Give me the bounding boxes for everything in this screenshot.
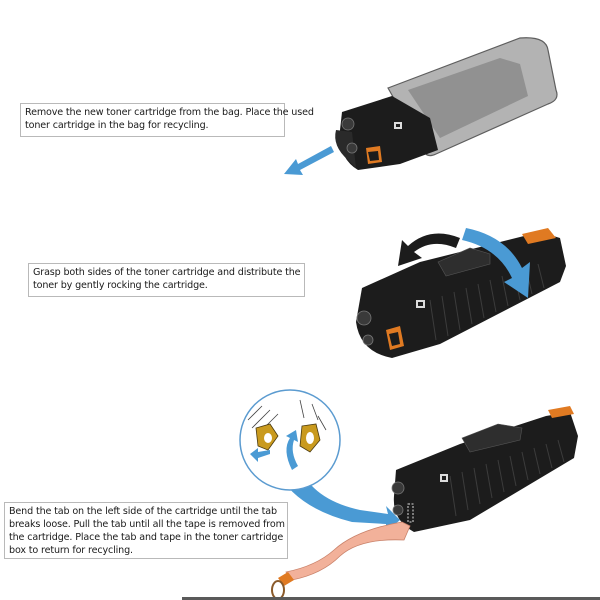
step-1-line-1: Remove the new toner cartridge from the … — [25, 107, 314, 118]
arrow-left-icon — [284, 146, 334, 175]
step-2-instruction: Grasp both sides of the toner cartridge … — [28, 263, 305, 297]
step-3-line-1: Bend the tab on the left side of the car… — [9, 506, 277, 517]
step-3-instruction: Bend the tab on the left side of the car… — [4, 502, 288, 559]
toner-cartridge-icon — [335, 96, 438, 170]
step-1-instruction: Remove the new toner cartridge from the … — [20, 103, 314, 137]
step-3-line-4: box to return for recycling. — [9, 545, 133, 556]
step-2-line-2: toner by gently rocking the cartridge. — [33, 280, 208, 291]
bottom-edge-bar — [182, 597, 600, 600]
step-3-line-2: breaks loose. Pull the tab until all the… — [9, 519, 285, 530]
step-2-line-1: Grasp both sides of the toner cartridge … — [33, 267, 301, 278]
step-3-line-3: the cartridge. Place the tab and tape in… — [9, 532, 284, 543]
step-1-line-2: toner cartridge in the bag for recycling… — [25, 120, 209, 131]
